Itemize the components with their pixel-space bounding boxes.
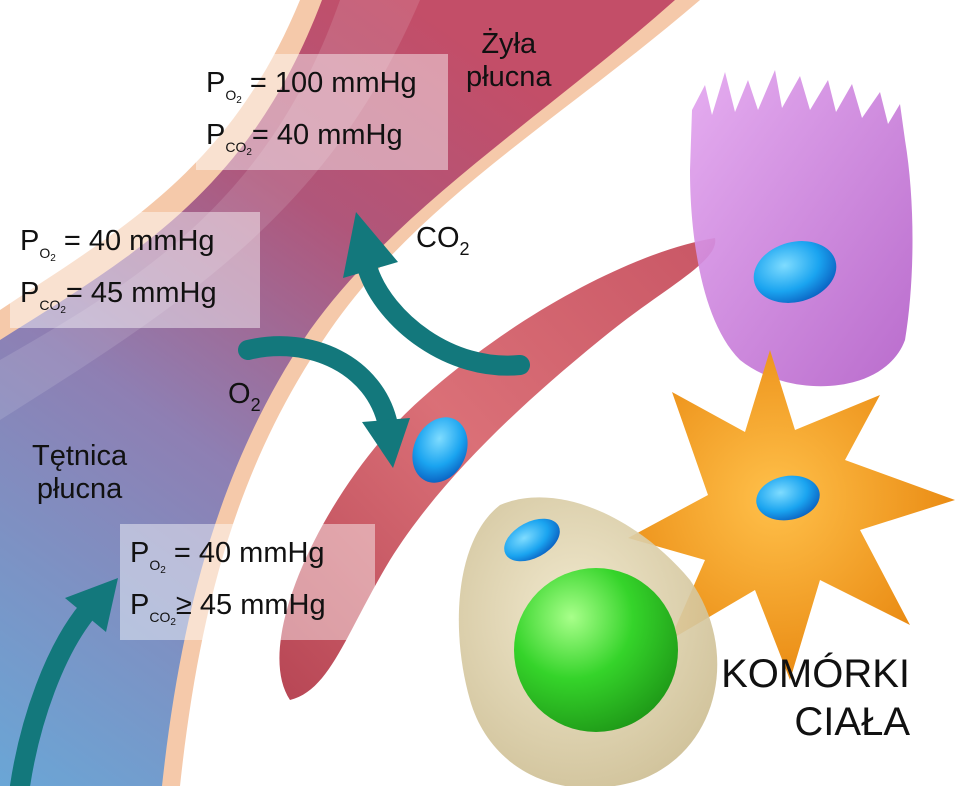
pulmonary-vein-label-line1: Żyła (481, 28, 537, 60)
po2-subsub: 2 (160, 565, 166, 576)
po2-sub: O (225, 87, 237, 103)
po2-row-vein: PO2 = 100 mmHg (206, 60, 438, 112)
pco2-relation: ≥ (175, 589, 192, 621)
pulmonary-vessel (0, 0, 675, 786)
pco2-symbol: P (20, 277, 40, 309)
pco2-value-vein: 40 mmHg (276, 119, 403, 151)
orange-cell-nucleus (756, 475, 820, 521)
pco2-row-artery: PCO2≥ 45 mmHg (130, 582, 365, 634)
co2-arrow (343, 212, 530, 376)
pulmonary-artery-label-line1: Tętnica (32, 440, 128, 472)
pco2-subsub: 2 (170, 617, 176, 628)
po2-row-capillary: PO2 = 40 mmHg (20, 218, 250, 270)
pressure-box-vein: PO2 = 100 mmHg PCO2= 40 mmHg (196, 54, 448, 170)
pco2-relation: = (251, 119, 269, 151)
pco2-sub: CO (149, 609, 171, 625)
pco2-value-capillary: 45 mmHg (90, 277, 217, 309)
po2-subsub: 2 (50, 253, 56, 264)
po2-symbol: P (206, 67, 226, 99)
o2-label-sub: 2 (250, 395, 261, 415)
po2-relation: = (173, 537, 191, 569)
po2-symbol: P (20, 225, 40, 257)
purple-cell-nucleus (753, 241, 837, 303)
pulmonary-vein-label-line2: płucna (466, 61, 552, 94)
elongated-cell-nucleus (412, 417, 468, 483)
pco2-sub: CO (225, 139, 247, 155)
elongated-cell (279, 238, 716, 700)
co2-label-main: CO (416, 222, 460, 254)
po2-sub: O (149, 557, 161, 573)
pulmonary-vein-label: Żyła płucna (466, 28, 551, 95)
po2-value-artery: 40 mmHg (198, 537, 325, 569)
po2-value-vein: 100 mmHg (274, 67, 417, 99)
body-cells-label-line1: KOMÓRKI (721, 652, 910, 696)
pco2-row-capillary: PCO2= 45 mmHg (20, 270, 250, 322)
po2-value-capillary: 40 mmHg (88, 225, 215, 257)
pco2-sub: CO (39, 297, 61, 313)
pco2-symbol: P (130, 589, 150, 621)
body-cells-label-line2: CIAŁA (794, 700, 910, 744)
po2-relation: = (249, 67, 267, 99)
pressure-box-artery: PO2 = 40 mmHg PCO2≥ 45 mmHg (120, 524, 375, 640)
purple-cell (690, 70, 913, 387)
po2-symbol: P (130, 537, 150, 569)
beige-cell-small-nucleus (504, 518, 560, 562)
o2-label: O2 (228, 378, 261, 416)
pulmonary-artery-label-line2: płucna (36, 473, 123, 506)
inflow-arrow (10, 578, 118, 786)
pco2-symbol: P (206, 119, 226, 151)
po2-sub: O (39, 245, 51, 261)
o2-arrow (238, 336, 410, 468)
pco2-subsub: 2 (246, 147, 252, 158)
body-cells-label: KOMÓRKI CIAŁA (690, 650, 910, 746)
green-nucleus (514, 568, 678, 732)
pco2-value-artery: 45 mmHg (199, 589, 326, 621)
pco2-row-vein: PCO2= 40 mmHg (206, 112, 438, 164)
o2-label-main: O (228, 378, 251, 410)
co2-label-sub: 2 (459, 239, 470, 259)
pco2-subsub: 2 (60, 305, 66, 316)
co2-label: CO2 (416, 222, 470, 260)
pressure-box-capillary: PO2 = 40 mmHg PCO2= 45 mmHg (10, 212, 260, 328)
po2-relation: = (63, 225, 81, 257)
vessel-shading (0, 0, 420, 420)
pulmonary-artery-label: Tętnica płucna (32, 440, 127, 507)
pco2-relation: = (65, 277, 83, 309)
po2-subsub: 2 (236, 95, 242, 106)
po2-row-artery: PO2 = 40 mmHg (130, 530, 365, 582)
